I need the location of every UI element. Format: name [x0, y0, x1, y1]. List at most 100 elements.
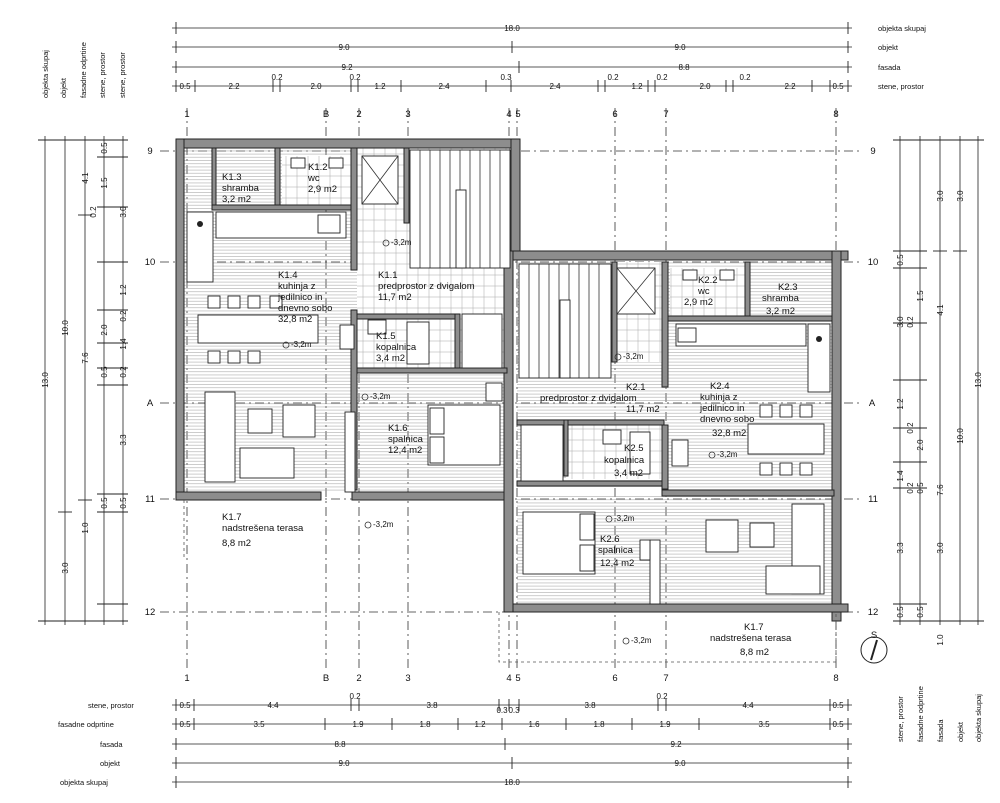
svg-text:kopalnica: kopalnica: [376, 342, 417, 353]
svg-text:5: 5: [515, 673, 520, 684]
svg-text:18.0: 18.0: [504, 778, 520, 787]
svg-text:1.0: 1.0: [81, 522, 90, 534]
svg-text:predprostor z dvigalom: predprostor z dvigalom: [540, 393, 637, 404]
svg-text:0.5: 0.5: [100, 497, 109, 509]
north-arrow-icon: S: [860, 630, 888, 664]
svg-text:S: S: [871, 630, 877, 641]
svg-text:0.2: 0.2: [89, 206, 98, 218]
svg-text:0.3: 0.3: [500, 73, 512, 82]
svg-text:-3,2m: -3,2m: [717, 450, 738, 459]
svg-text:4: 4: [506, 109, 511, 120]
svg-text:K2.4: K2.4: [710, 381, 730, 392]
svg-text:wc: wc: [307, 173, 320, 184]
svg-text:0.5: 0.5: [100, 366, 109, 378]
svg-text:3.5: 3.5: [758, 720, 770, 729]
svg-text:objekta skupaj: objekta skupaj: [974, 694, 983, 742]
svg-text:K2.6: K2.6: [600, 534, 620, 545]
svg-text:0.5: 0.5: [179, 720, 191, 729]
svg-text:B: B: [323, 673, 329, 684]
svg-text:objekta skupaj: objekta skupaj: [41, 50, 50, 98]
terrace-outlines: [183, 500, 837, 663]
svg-text:0.5: 0.5: [119, 497, 128, 509]
svg-text:fasada: fasada: [878, 63, 901, 72]
svg-text:3.3: 3.3: [896, 542, 905, 554]
svg-text:K1.4: K1.4: [278, 270, 298, 281]
svg-text:K2.5: K2.5: [624, 443, 644, 454]
svg-text:3.0: 3.0: [956, 190, 965, 202]
top-dimension-lines: 18.0 9.0 9.0 9.2 8.8 0.5 2.2 0.2 2.0 0.2…: [172, 22, 926, 92]
svg-text:1.5: 1.5: [100, 177, 109, 189]
svg-text:1: 1: [184, 673, 189, 684]
bottom-dim-legend: stene, prostor fasadne odprtine fasada o…: [58, 701, 134, 787]
svg-text:0.5: 0.5: [896, 254, 905, 266]
room-k14: K1.4 kuhinja z jedilnico in dnevno sobo …: [277, 270, 332, 325]
svg-text:K1.5: K1.5: [376, 331, 396, 342]
svg-text:7: 7: [663, 673, 668, 684]
svg-text:0.5: 0.5: [832, 701, 844, 710]
svg-text:0.2: 0.2: [739, 73, 751, 82]
svg-text:10.0: 10.0: [956, 428, 965, 444]
dim-objekt-right: 9.0: [674, 43, 686, 52]
svg-text:3,4 m2: 3,4 m2: [614, 468, 643, 479]
svg-text:7: 7: [663, 109, 668, 120]
room-k23: K2.3 shramba 3,2 m2: [762, 282, 800, 317]
svg-text:nadstrešena terasa: nadstrešena terasa: [222, 523, 304, 534]
svg-text:3.0: 3.0: [119, 206, 128, 218]
svg-text:9: 9: [147, 146, 152, 157]
svg-text:0.2: 0.2: [906, 316, 915, 328]
svg-text:0.2: 0.2: [349, 73, 361, 82]
svg-text:10: 10: [145, 257, 156, 268]
svg-text:4: 4: [506, 673, 511, 684]
room-k12: K1.2 wc 2,9 m2: [307, 162, 337, 195]
svg-text:shramba: shramba: [762, 293, 800, 304]
room-k15: K1.5 kopalnica 3,4 m2: [376, 331, 417, 364]
svg-text:1.2: 1.2: [896, 398, 905, 410]
svg-text:0.5: 0.5: [916, 606, 925, 618]
room-k13: K1.3 shramba 3,2 m2: [222, 172, 260, 205]
svg-text:0.2: 0.2: [271, 73, 283, 82]
svg-text:-3,2m: -3,2m: [373, 520, 394, 529]
svg-text:6: 6: [612, 673, 617, 684]
svg-text:10.0: 10.0: [61, 320, 70, 336]
svg-text:stene, prostor: stene, prostor: [98, 52, 107, 98]
svg-text:2.4: 2.4: [438, 82, 450, 91]
stairs-right: [518, 263, 656, 379]
svg-text:0.5: 0.5: [916, 482, 925, 494]
svg-text:1.2: 1.2: [474, 720, 486, 729]
furniture-left: [186, 157, 503, 493]
left-dimension-lines: 13.0 10.0 3.0 4.1 7.6 1.0 0.5 1.5 0.2 3.…: [38, 136, 128, 625]
svg-text:objekt: objekt: [59, 77, 68, 98]
svg-text:1.4: 1.4: [119, 338, 128, 350]
svg-text:1.2: 1.2: [374, 82, 386, 91]
svg-text:wc: wc: [697, 286, 710, 297]
svg-text:A: A: [869, 398, 876, 409]
svg-text:12: 12: [868, 607, 879, 618]
svg-text:1.2: 1.2: [119, 284, 128, 296]
svg-text:4.4: 4.4: [742, 701, 754, 710]
svg-text:K1.2: K1.2: [308, 162, 328, 173]
svg-text:32,8 m2: 32,8 m2: [712, 428, 746, 439]
svg-text:dnevno sobo: dnevno sobo: [278, 303, 332, 314]
svg-text:objekta skupaj: objekta skupaj: [878, 24, 926, 33]
svg-text:-3,2m: -3,2m: [623, 352, 644, 361]
walls: [175, 138, 849, 622]
svg-text:0.5: 0.5: [100, 142, 109, 154]
svg-text:objekta skupaj: objekta skupaj: [60, 778, 108, 787]
dim-total-top: 18.0: [504, 24, 520, 33]
svg-text:stene, prostor: stene, prostor: [896, 696, 905, 742]
svg-text:0.3: 0.3: [508, 706, 520, 715]
svg-text:0.5: 0.5: [896, 606, 905, 618]
svg-text:shramba: shramba: [222, 183, 260, 194]
svg-text:3,2 m2: 3,2 m2: [222, 194, 251, 205]
svg-text:3,4 m2: 3,4 m2: [376, 353, 405, 364]
svg-text:nadstrešena terasa: nadstrešena terasa: [710, 633, 792, 644]
svg-text:0.2: 0.2: [607, 73, 619, 82]
svg-text:fasadne odprtine: fasadne odprtine: [58, 720, 114, 729]
svg-text:8: 8: [833, 109, 838, 120]
svg-text:8,8 m2: 8,8 m2: [222, 538, 251, 549]
svg-text:3.0: 3.0: [936, 190, 945, 202]
svg-text:-3,2m: -3,2m: [631, 636, 652, 645]
svg-text:stene, prostor: stene, prostor: [88, 701, 134, 710]
svg-text:-3,2m: -3,2m: [614, 514, 635, 523]
